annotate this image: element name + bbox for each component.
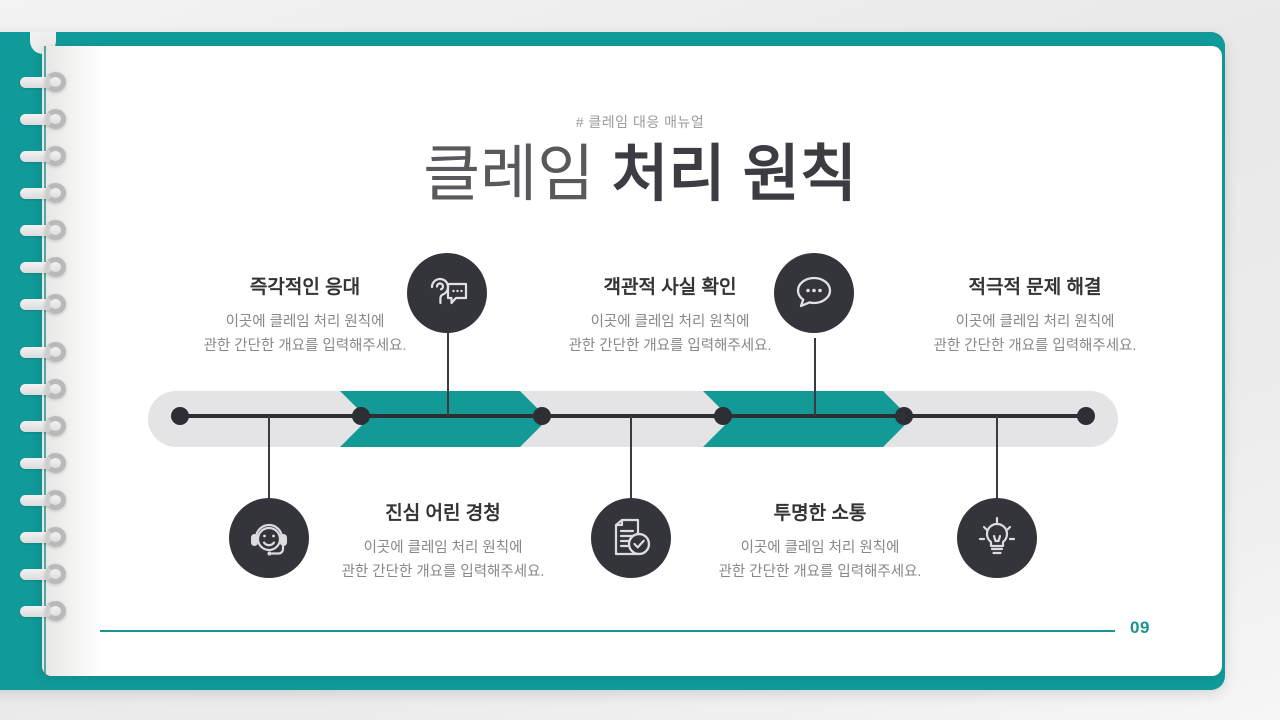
timeline-chevron-2 — [703, 391, 911, 447]
item-title: 진심 어린 경청 — [385, 503, 501, 524]
footer-divider — [100, 630, 1115, 632]
timeline-connector-top — [447, 330, 449, 416]
icon-chat-bubble-dots[interactable] — [774, 253, 854, 333]
title-bold-part: 처리 원칙 — [611, 140, 857, 209]
slide-kicker: # 클레임 대응 매뉴얼 — [575, 114, 705, 130]
timeline-node[interactable] — [714, 407, 732, 425]
page-number: 09 — [1130, 618, 1150, 637]
timeline-item-bottom-2: 투명한 소통 이곳에 클레임 처리 원칙에 관한 간단한 개요를 입력해주세요. — [655, 498, 985, 585]
item-description-line1: 이곳에 클레임 처리 원칙에 — [363, 540, 523, 556]
timeline-item-bottom-1: 진심 어린 경청 이곳에 클레임 처리 원칙에 관한 간단한 개요를 입력해주세… — [278, 498, 608, 585]
item-description-line1: 이곳에 클레임 처리 원칙에 — [955, 314, 1115, 330]
timeline-track — [148, 391, 1118, 447]
timeline-connector-bottom — [630, 416, 632, 505]
item-description-line2: 관한 간단한 개요를 입력해주세요. — [568, 337, 772, 354]
item-description-line2: 관한 간단한 개요를 입력해주세요. — [933, 337, 1137, 354]
timeline-item-top-2: 객관적 사실 확인 이곳에 클레임 처리 원칙에 관한 간단한 개요를 입력해주… — [505, 272, 835, 359]
title-light-part: 클레임 — [423, 140, 595, 209]
page-title: 클레임 처리 원칙 — [0, 140, 1280, 209]
item-title: 즉각적인 응대 — [249, 277, 361, 298]
item-title: 적극적 문제 해결 — [968, 277, 1102, 298]
item-description-line1: 이곳에 클레임 처리 원칙에 — [740, 540, 900, 556]
item-description-line1: 이곳에 클레임 처리 원칙에 — [590, 314, 750, 330]
timeline-connector-bottom — [268, 416, 270, 505]
lightbulb-icon — [978, 516, 1016, 555]
icon-document-check[interactable] — [591, 498, 671, 578]
item-title: 객관적 사실 확인 — [603, 277, 737, 298]
item-description-line2: 관한 간단한 개요를 입력해주세요. — [341, 563, 545, 580]
chat-bubble-dots-icon — [796, 276, 832, 308]
item-title: 투명한 소통 — [773, 503, 867, 524]
timeline-chevron-1 — [340, 391, 548, 447]
item-description-line1: 이곳에 클레임 처리 원칙에 — [225, 314, 385, 330]
timeline-node[interactable] — [1077, 407, 1095, 425]
icon-ear-speech-bubble[interactable] — [407, 253, 487, 333]
item-description-line2: 관한 간단한 개요를 입력해주세요. — [203, 337, 407, 354]
ear-speech-bubble-icon — [430, 277, 468, 305]
timeline-connector-top — [814, 338, 816, 416]
icon-headset-agent[interactable] — [229, 498, 309, 578]
timeline-node[interactable] — [895, 407, 913, 425]
timeline-item-top-1: 즉각적인 응대 이곳에 클레임 처리 원칙에 관한 간단한 개요를 입력해주세요… — [140, 272, 470, 359]
document-check-icon — [614, 518, 651, 556]
timeline-node[interactable] — [533, 407, 551, 425]
item-description-line2: 관한 간단한 개요를 입력해주세요. — [718, 563, 922, 580]
timeline-item-top-3: 적극적 문제 해결 이곳에 클레임 처리 원칙에 관한 간단한 개요를 입력해주… — [870, 272, 1200, 359]
headset-agent-icon — [251, 523, 287, 556]
timeline-node[interactable] — [171, 407, 189, 425]
timeline-node[interactable] — [352, 407, 370, 425]
icon-lightbulb[interactable] — [957, 498, 1037, 578]
timeline-connector-bottom — [996, 416, 998, 505]
